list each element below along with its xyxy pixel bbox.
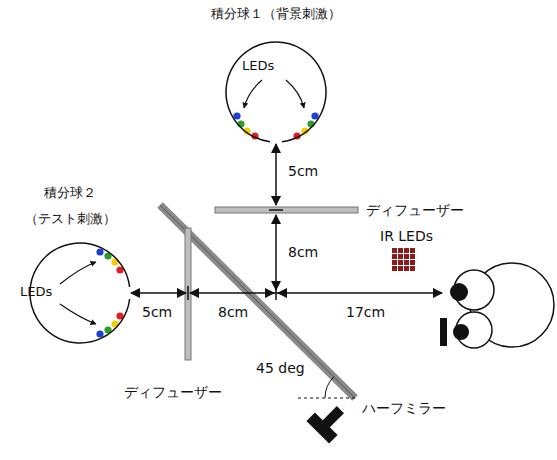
angle-label: 45 deg [256, 360, 305, 377]
sphere-outline [0, 176, 150, 348]
led-pointers [60, 80, 304, 324]
led-clusters [96, 112, 318, 337]
half-mirror [160, 205, 355, 398]
sphere-heading: 積分球２ （テスト刺激） [10, 180, 130, 232]
dimension-arrow [278, 292, 442, 294]
part-label: ハーフミラー [362, 400, 446, 417]
integrating-sphere: 積分球１（背景刺激） LEDs [186, 0, 366, 148]
led-label: LEDs [20, 284, 52, 299]
sphere-heading: 積分球１（背景刺激） [211, 6, 341, 21]
dimension-label: 5cm [288, 163, 318, 180]
diffuser [185, 228, 191, 360]
angle-baseline [298, 398, 355, 399]
dimension-label: 5cm [142, 304, 172, 321]
observer-head [440, 263, 554, 348]
led-label: LEDs [242, 58, 292, 74]
led-label: LEDs [242, 58, 274, 73]
dimension-label: 8cm [288, 244, 318, 261]
dimension-arrow [275, 215, 277, 290]
dimension-ticks [188, 210, 283, 300]
dimension-label: 17cm [346, 304, 385, 321]
part-label: ディフューザー [124, 384, 222, 401]
dimension-label: 8cm [218, 304, 248, 321]
sphere-heading: 積分球１（背景刺激） [186, 6, 366, 22]
dimension-arrow [131, 292, 186, 294]
dimension-arrow [190, 292, 274, 294]
led-label: LEDs [20, 284, 70, 300]
part-label: IR LEDs [380, 228, 433, 245]
dimension-arrow [275, 144, 277, 205]
part-label: ディフューザー [366, 202, 464, 219]
integrating-sphere: 積分球２ （テスト刺激） LEDs [0, 176, 150, 348]
half-mirror-edge [160, 205, 355, 398]
sphere-heading: 積分球２ （テスト刺激） [25, 185, 116, 226]
diffuser [215, 207, 358, 213]
camera [306, 398, 351, 443]
ir-led-array [392, 248, 415, 271]
sphere-outline [186, 0, 366, 148]
angle-arc [325, 377, 334, 398]
